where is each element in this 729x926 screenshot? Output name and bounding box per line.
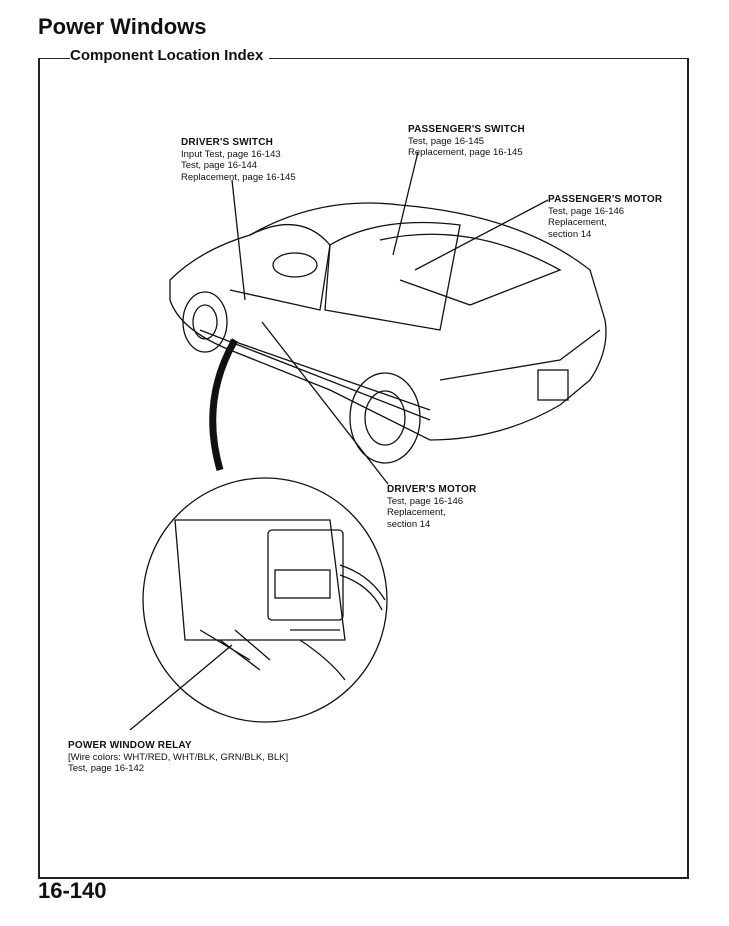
figure-frame [38,58,689,879]
page-title: Power Windows [38,14,207,39]
callout-drivers-motor: DRIVER'S MOTOR Test, page 16-146 Replace… [387,484,477,530]
callout-drivers-switch: DRIVER'S SWITCH Input Test, page 16-143 … [181,137,296,183]
section-subtitle: Component Location Index [70,47,270,64]
callout-power-window-relay: POWER WINDOW RELAY [Wire colors: WHT/RED… [68,740,289,774]
callout-passengers-switch: PASSENGER'S SWITCH Test, page 16-145 Rep… [408,124,525,158]
page-number: 16-140 [38,878,107,903]
callout-passengers-motor: PASSENGER'S MOTOR Test, page 16-146 Repl… [548,194,663,240]
